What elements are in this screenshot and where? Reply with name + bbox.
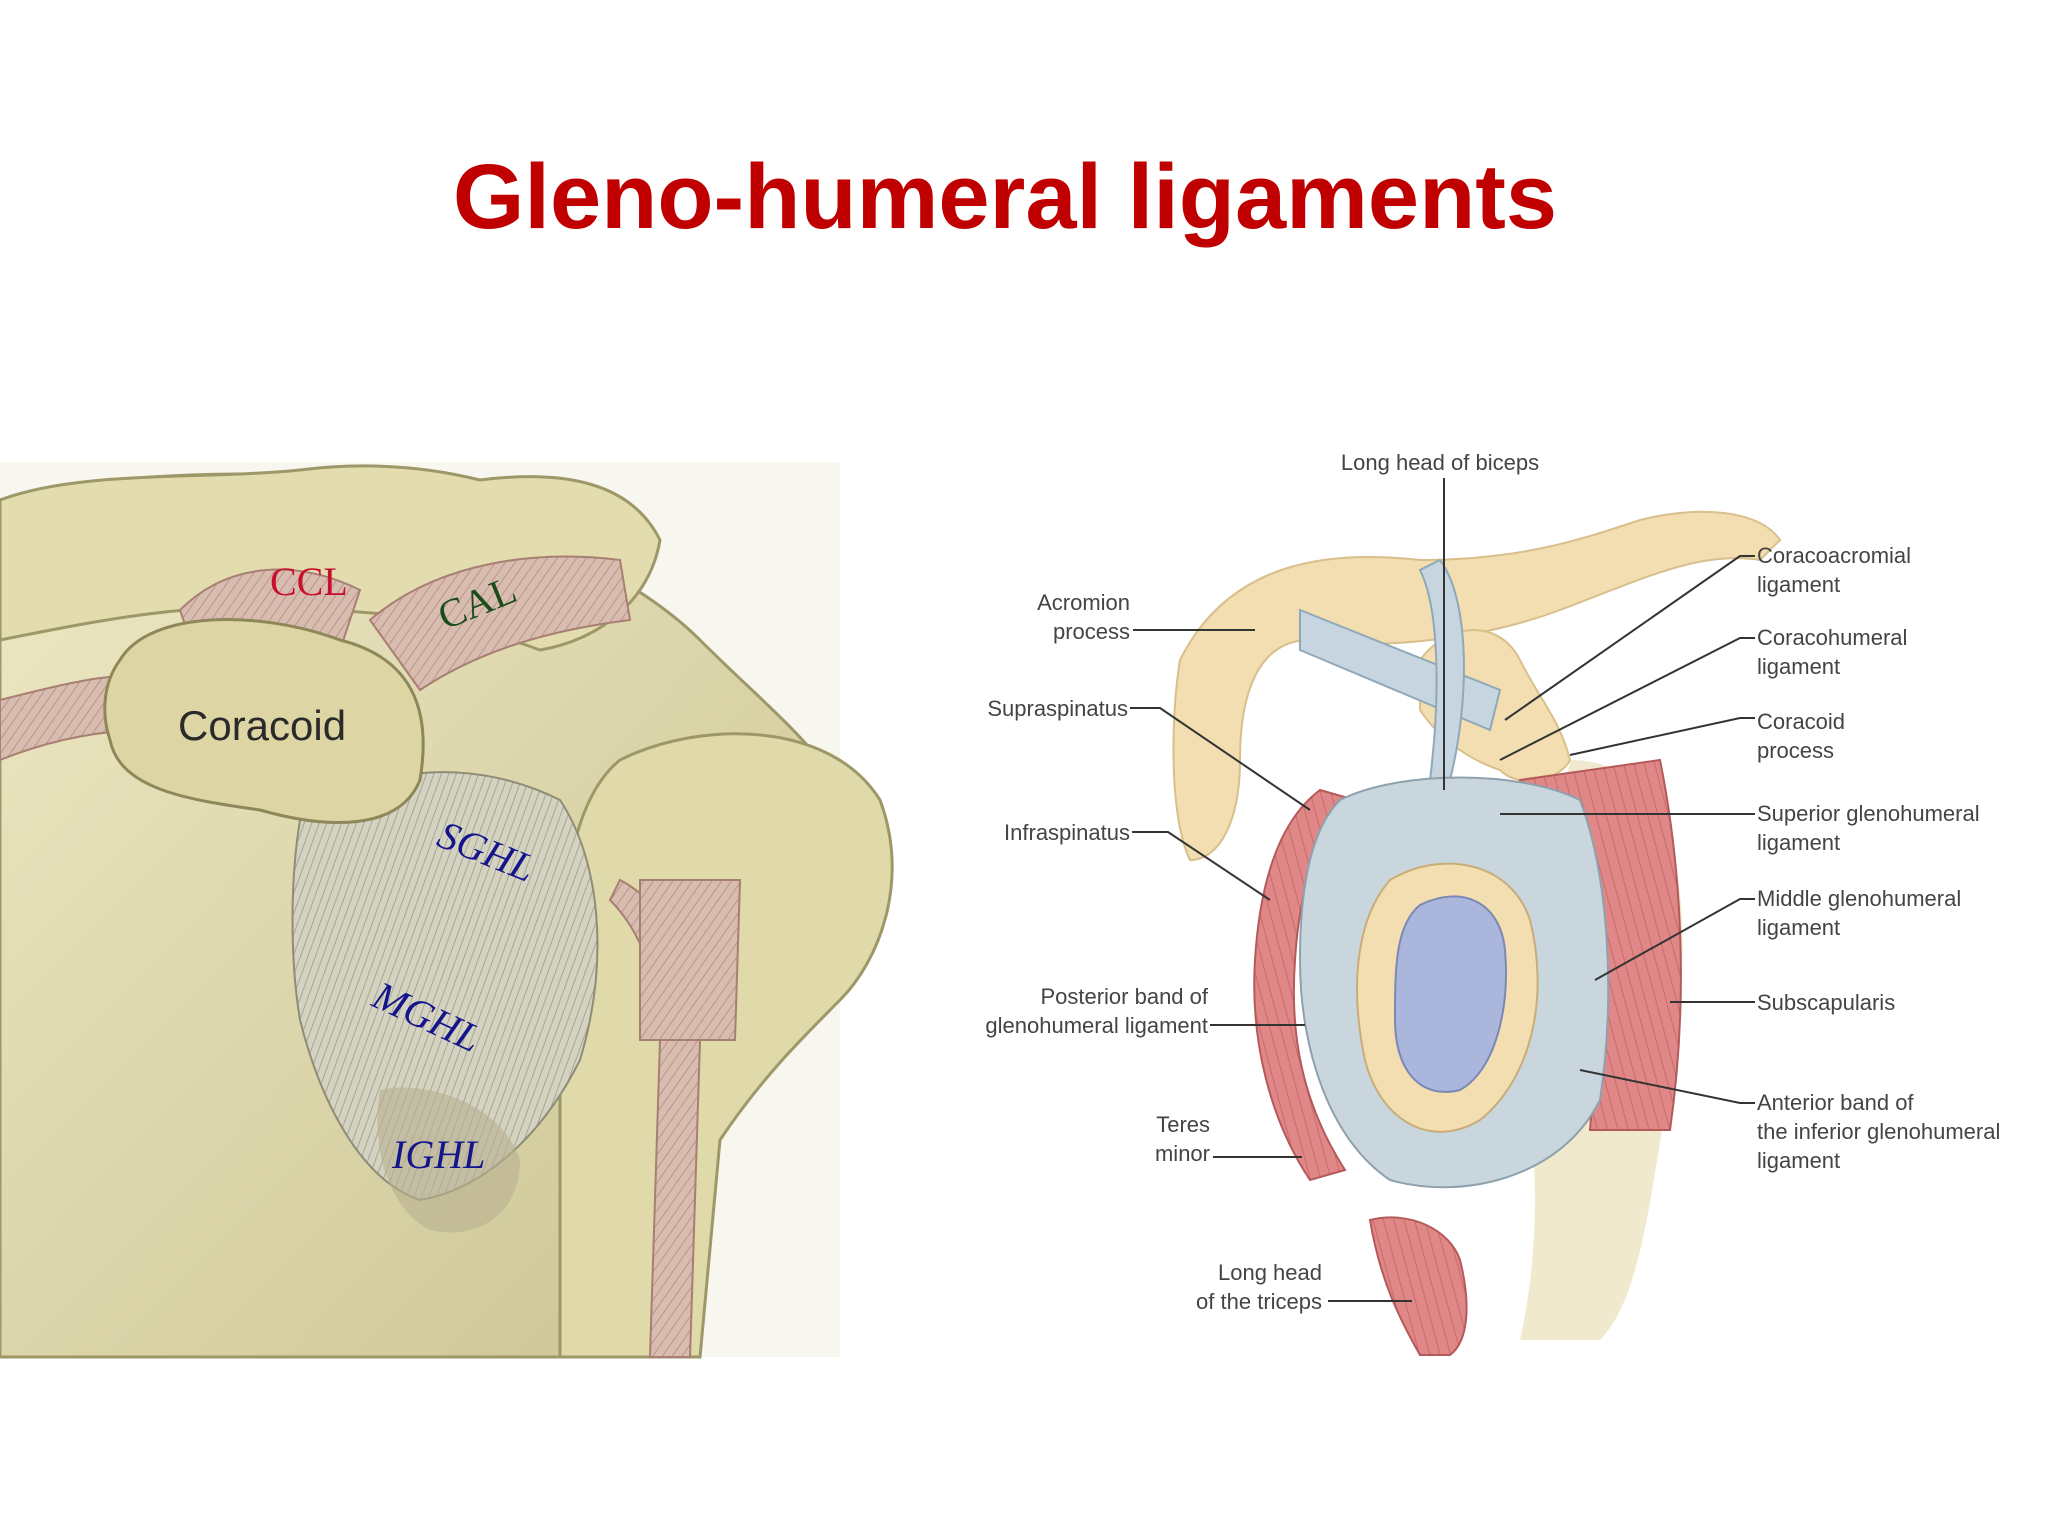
coracoid-process xyxy=(103,618,425,824)
coracohumeral-label-line2: ligament xyxy=(1757,654,1840,679)
capsule-ligaments xyxy=(291,771,599,1202)
posterior-band-label-line2: glenohumeral ligament xyxy=(985,1013,1208,1038)
posterior-band-label-line1: Posterior band of xyxy=(1040,984,1208,1009)
triceps-muscle xyxy=(1368,1216,1468,1356)
middle-gh-label-line2: ligament xyxy=(1757,915,1840,940)
anterior-band-label-line3: ligament xyxy=(1757,1148,1840,1173)
acromion-label-line1: Acromion xyxy=(1037,590,1130,615)
superior-gh-label-line2: ligament xyxy=(1757,830,1840,855)
left-shoulder-figure: CCL CAL Coracoid SGHL MGHL IGHL xyxy=(0,462,894,1359)
cal-ligament xyxy=(368,555,632,692)
transverse-humeral-band xyxy=(639,879,742,1041)
ighl-label: IGHL xyxy=(391,1132,485,1177)
middle-gh-label-line1: Middle glenohumeral xyxy=(1757,886,1961,911)
supraspinatus-label: Supraspinatus xyxy=(987,696,1128,721)
coracohumeral-label-line1: Coracohumeral xyxy=(1757,625,1907,650)
triceps-label-line1: Long head xyxy=(1218,1260,1322,1285)
superior-gh-label-line1: Superior glenohumeral xyxy=(1757,801,1980,826)
infraspinatus-label: Infraspinatus xyxy=(1004,820,1130,845)
subscapularis-label: Subscapularis xyxy=(1757,990,1895,1015)
coracoacromial-label-line2: ligament xyxy=(1757,572,1840,597)
glenoid-shadow xyxy=(377,1087,520,1233)
glenoid-fossa xyxy=(1393,895,1507,1093)
coracoacromial-label-line1: Coracoacromial xyxy=(1757,543,1911,568)
coracoid-process-label-line1: Coracoid xyxy=(1757,709,1845,734)
leader-lines xyxy=(1130,478,1755,1302)
anterior-band-label-line2: the inferior glenohumeral xyxy=(1757,1119,2000,1144)
acromion-label-line2: process xyxy=(1053,619,1130,644)
coracoid-process-label-line2: process xyxy=(1757,738,1834,763)
triceps-label-line2: of the triceps xyxy=(1196,1289,1322,1314)
biceps-label: Long head of biceps xyxy=(1341,450,1539,475)
ccl-label: CCL xyxy=(270,559,348,604)
anterior-band-label-line1: Anterior band of xyxy=(1757,1090,1914,1115)
coracoid-label: Coracoid xyxy=(178,702,346,749)
teres-minor-label-line2: minor xyxy=(1155,1141,1210,1166)
right-glenoid-figure: Long head of biceps Acromion process Sup… xyxy=(985,450,2000,1356)
slide-title: Gleno-humeral ligaments xyxy=(452,146,1558,248)
acromion-arch xyxy=(1172,510,1782,862)
teres-minor-label-line1: Teres xyxy=(1156,1112,1210,1137)
